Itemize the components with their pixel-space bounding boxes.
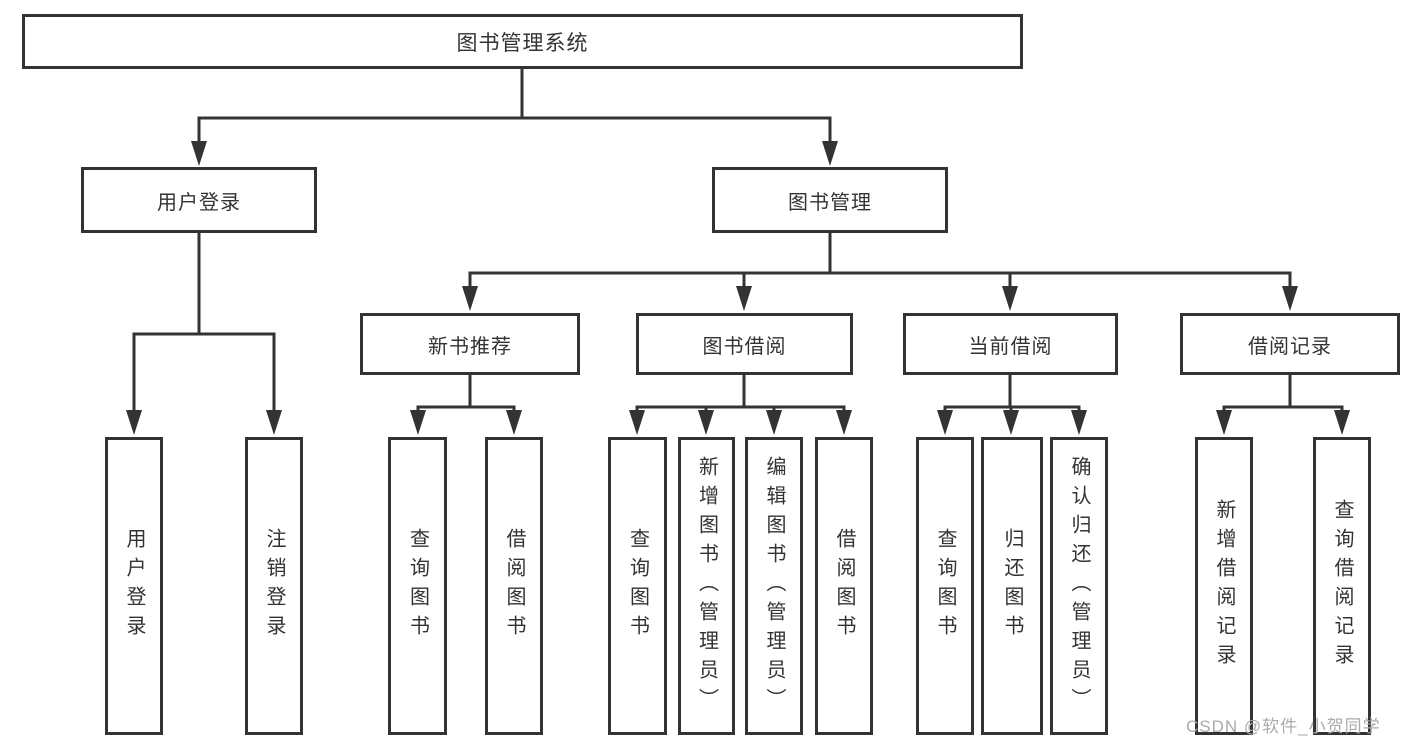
leaf-query-books-3: 查询图书 bbox=[916, 437, 974, 735]
node-book-borrow: 图书借阅 bbox=[636, 313, 853, 375]
arrowhead-icon bbox=[410, 410, 426, 435]
node-new-book-recommend: 新书推荐 bbox=[360, 313, 580, 375]
leaf-label: 归还图书 bbox=[1001, 528, 1023, 644]
leaf-label: 借阅图书 bbox=[833, 528, 855, 644]
arrowhead-icon bbox=[736, 286, 752, 311]
node-book-management-label: 图书管理 bbox=[788, 191, 872, 214]
connector-current-borrow-branch bbox=[943, 373, 1081, 415]
arrowhead-icon bbox=[629, 410, 645, 435]
leaf-label: 查询借阅记录 bbox=[1331, 499, 1353, 673]
node-user-login: 用户登录 bbox=[81, 167, 317, 233]
arrowhead-icon bbox=[266, 410, 282, 435]
leaf-label: 新增借阅记录 bbox=[1213, 499, 1235, 673]
leaf-return-books: 归还图书 bbox=[981, 437, 1043, 735]
leaf-confirm-return-admin: 确认归还（管理员） bbox=[1050, 437, 1108, 735]
arrowhead-icon bbox=[937, 410, 953, 435]
arrowhead-icon bbox=[822, 141, 838, 166]
connector-book-management-branch bbox=[468, 231, 1292, 290]
leaf-add-books-admin: 新增图书（管理员） bbox=[678, 437, 735, 735]
node-book-management: 图书管理 bbox=[712, 167, 948, 233]
arrowhead-icon bbox=[1216, 410, 1232, 435]
leaf-label: 查询图书 bbox=[626, 528, 649, 644]
arrowhead-icon bbox=[1071, 410, 1087, 435]
node-root-label: 图书管理系统 bbox=[456, 31, 589, 55]
leaf-label: 注销登录 bbox=[263, 528, 285, 644]
leaf-add-borrow-record: 新增借阅记录 bbox=[1195, 437, 1253, 735]
node-user-login-label: 用户登录 bbox=[157, 191, 241, 214]
leaf-label: 用户登录 bbox=[123, 528, 145, 644]
node-root: 图书管理系统 bbox=[22, 14, 1023, 69]
leaf-query-books-2: 查询图书 bbox=[608, 437, 667, 735]
leaf-edit-books-admin: 编辑图书（管理员） bbox=[745, 437, 803, 735]
arrowhead-icon bbox=[462, 286, 478, 311]
arrowhead-icon bbox=[1282, 286, 1298, 311]
node-current-borrow-label: 当前借阅 bbox=[968, 335, 1053, 358]
connector-book-borrow-branch bbox=[635, 373, 846, 415]
leaf-label: 确认归还（管理员） bbox=[1068, 455, 1090, 717]
leaf-label: 借阅图书 bbox=[503, 528, 525, 644]
node-borrow-records-label: 借阅记录 bbox=[1248, 335, 1332, 358]
connector-new-book-recommend-branch bbox=[416, 373, 516, 415]
leaf-query-books-1: 查询图书 bbox=[388, 437, 447, 735]
node-book-borrow-label: 图书借阅 bbox=[702, 335, 787, 358]
arrowhead-icon bbox=[126, 410, 142, 435]
arrowhead-icon bbox=[1002, 286, 1018, 311]
leaf-label: 编辑图书（管理员） bbox=[763, 455, 785, 717]
node-borrow-records: 借阅记录 bbox=[1180, 313, 1400, 375]
arrowhead-icon bbox=[1003, 410, 1019, 435]
leaf-label: 新增图书（管理员） bbox=[695, 455, 718, 717]
leaf-logout: 注销登录 bbox=[245, 437, 303, 735]
leaf-borrow-books-1: 借阅图书 bbox=[485, 437, 543, 735]
leaf-label: 查询图书 bbox=[934, 528, 956, 644]
arrowhead-icon bbox=[506, 410, 522, 435]
arrowhead-icon bbox=[766, 410, 782, 435]
arrowhead-icon bbox=[836, 410, 852, 435]
leaf-query-borrow-record: 查询借阅记录 bbox=[1313, 437, 1371, 735]
leaf-borrow-books-2: 借阅图书 bbox=[815, 437, 873, 735]
leaf-user-login: 用户登录 bbox=[105, 437, 163, 735]
watermark: CSDN @软件_小贺同学 bbox=[1186, 717, 1381, 736]
node-new-book-recommend-label: 新书推荐 bbox=[428, 335, 512, 358]
connector-borrow-records-branch bbox=[1222, 373, 1344, 415]
arrowhead-icon bbox=[1334, 410, 1350, 435]
arrowhead-icon bbox=[698, 410, 714, 435]
node-current-borrow: 当前借阅 bbox=[903, 313, 1118, 375]
connector-user-login-branch bbox=[132, 231, 276, 414]
arrowhead-icon bbox=[191, 141, 207, 166]
connector-root-branch bbox=[197, 66, 832, 145]
leaf-label: 查询图书 bbox=[406, 528, 429, 644]
